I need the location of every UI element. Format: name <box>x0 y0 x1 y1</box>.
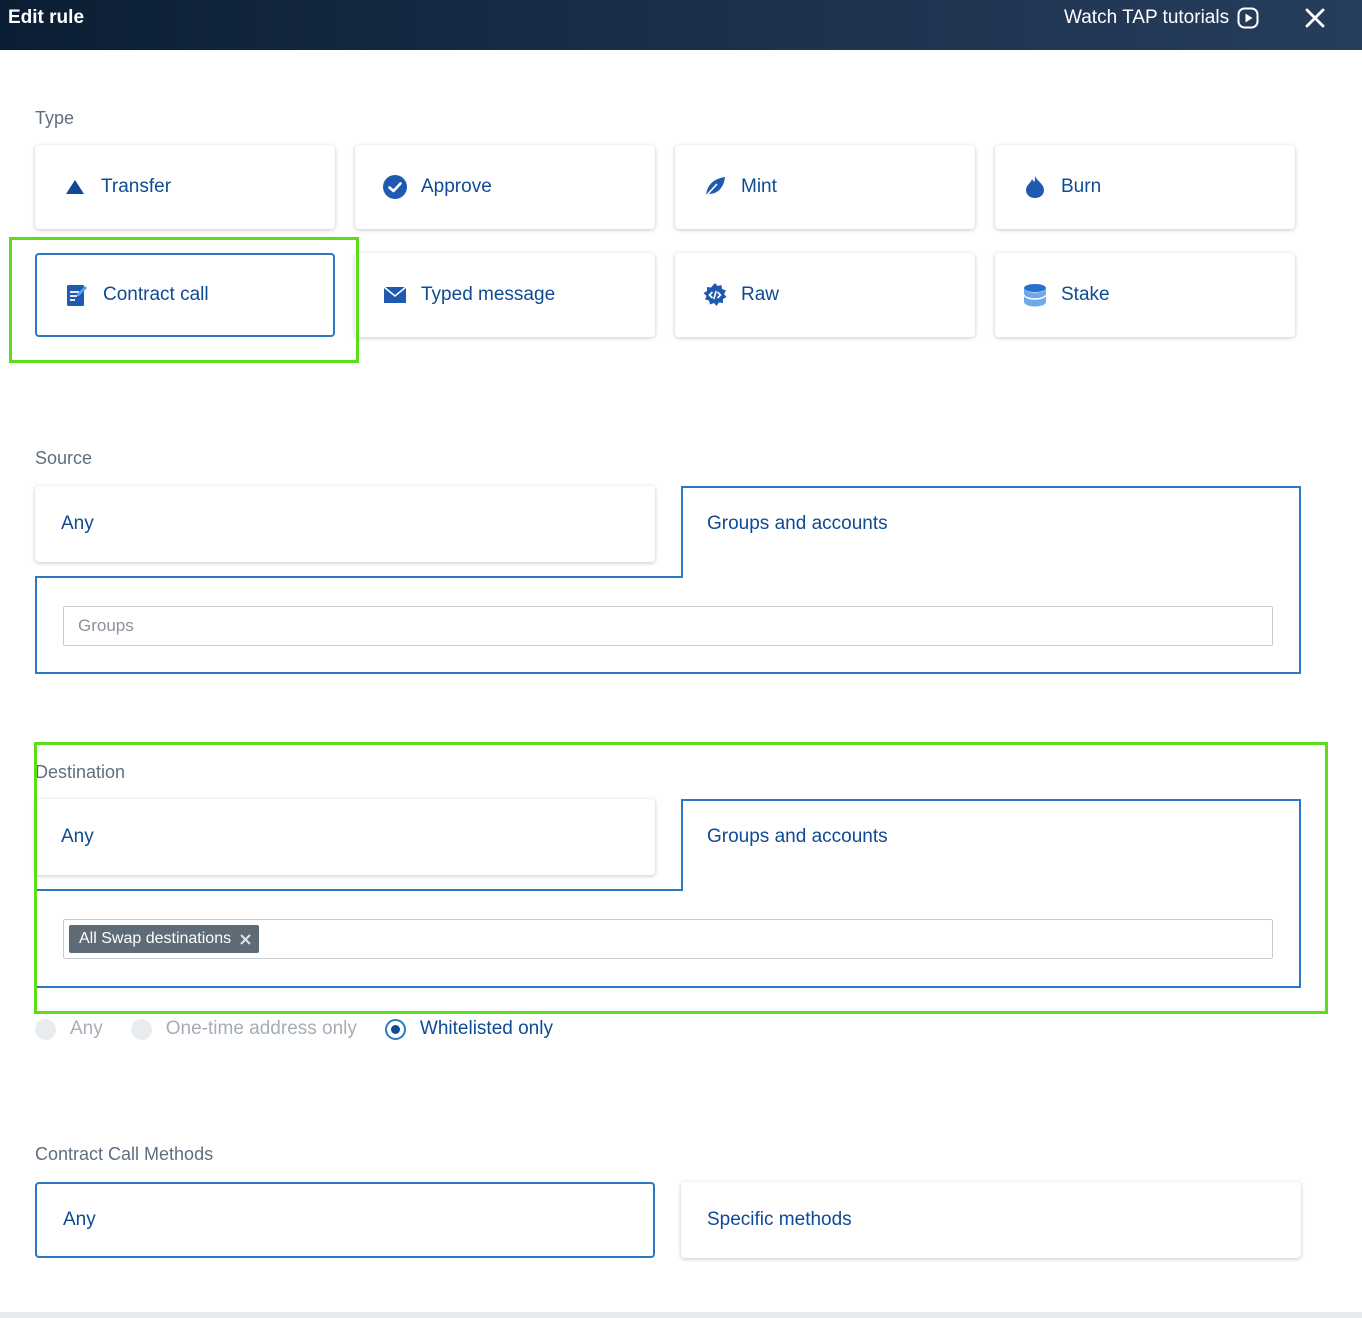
source-groups-input[interactable] <box>64 607 1272 645</box>
type-option-label: Stake <box>1061 284 1110 305</box>
watch-tutorials-label: Watch TAP tutorials <box>1064 7 1230 28</box>
destination-any-label: Any <box>61 826 94 847</box>
source-groups-label: Groups and accounts <box>707 513 888 534</box>
type-option-label: Contract call <box>103 284 209 305</box>
modal-header: Edit rule Watch TAP tutorials <box>0 0 1362 50</box>
watch-tutorials-link[interactable]: Watch TAP tutorials <box>1064 7 1259 29</box>
destination-groups-input[interactable]: All Swap destinations <box>63 919 1273 959</box>
methods-any-option[interactable]: Any <box>35 1182 655 1258</box>
close-button[interactable] <box>1303 6 1327 30</box>
methods-any-label: Any <box>63 1209 96 1230</box>
document-edit-icon <box>65 283 89 307</box>
type-option-label: Raw <box>741 284 780 305</box>
database-icon <box>1023 283 1047 307</box>
source-section-label: Source <box>35 448 93 468</box>
type-option-approve[interactable]: Approve <box>355 145 655 229</box>
radio-label: Any <box>70 1018 103 1039</box>
type-option-label: Burn <box>1061 176 1102 197</box>
destination-address-options: Any One-time address only Whitelisted on… <box>35 1018 581 1040</box>
type-section-label: Type <box>35 108 75 128</box>
triangle-up-icon <box>63 175 87 199</box>
destination-groups-label: Groups and accounts <box>707 826 888 847</box>
type-option-mint[interactable]: Mint <box>675 145 975 229</box>
destination-groups-tab[interactable] <box>681 799 1301 895</box>
source-any-label: Any <box>61 513 94 534</box>
source-groups-tab[interactable] <box>681 486 1301 582</box>
radio-whitelisted-only[interactable]: Whitelisted only <box>384 1018 553 1040</box>
radio-label: One-time address only <box>165 1018 357 1039</box>
destination-any-option[interactable]: Any <box>35 799 655 875</box>
type-option-typed-message[interactable]: Typed message <box>355 253 655 337</box>
type-option-label: Approve <box>421 176 492 197</box>
type-option-label: Transfer <box>101 176 172 197</box>
type-option-transfer[interactable]: Transfer <box>35 145 335 229</box>
modal-title: Edit rule <box>8 7 85 28</box>
tab-joint <box>683 887 1299 893</box>
source-any-option[interactable]: Any <box>35 486 655 562</box>
radio-label: Whitelisted only <box>419 1018 553 1039</box>
type-option-raw[interactable]: Raw <box>675 253 975 337</box>
tab-joint <box>683 574 1299 580</box>
close-icon <box>1305 8 1325 28</box>
radio-circle <box>384 1018 406 1040</box>
type-option-burn[interactable]: Burn <box>995 145 1295 229</box>
type-option-stake[interactable]: Stake <box>995 253 1295 337</box>
chip-label: All Swap destinations <box>79 930 232 947</box>
leaf-icon <box>703 175 727 199</box>
type-option-contract-call[interactable]: Contract call <box>35 253 335 337</box>
envelope-icon <box>383 283 407 307</box>
type-option-label: Typed message <box>421 284 556 305</box>
radio-any[interactable]: Any <box>35 1018 103 1040</box>
type-option-label: Mint <box>741 176 777 197</box>
x-icon[interactable] <box>240 933 251 945</box>
destination-chip: All Swap destinations <box>69 925 260 953</box>
play-circle-icon <box>1237 7 1259 29</box>
flame-icon <box>1023 175 1047 199</box>
bottom-divider <box>0 1312 1362 1318</box>
methods-section-label: Contract Call Methods <box>35 1144 214 1164</box>
radio-circle <box>35 1018 56 1040</box>
source-groups-input-wrap <box>63 606 1273 646</box>
methods-specific-label: Specific methods <box>707 1209 852 1230</box>
methods-specific-option[interactable]: Specific methods <box>681 1182 1301 1258</box>
radio-one-time-address[interactable]: One-time address only <box>130 1018 357 1040</box>
code-gear-icon <box>703 283 727 307</box>
check-circle-icon <box>383 175 407 199</box>
radio-circle <box>130 1018 152 1040</box>
destination-section-label: Destination <box>35 762 126 782</box>
